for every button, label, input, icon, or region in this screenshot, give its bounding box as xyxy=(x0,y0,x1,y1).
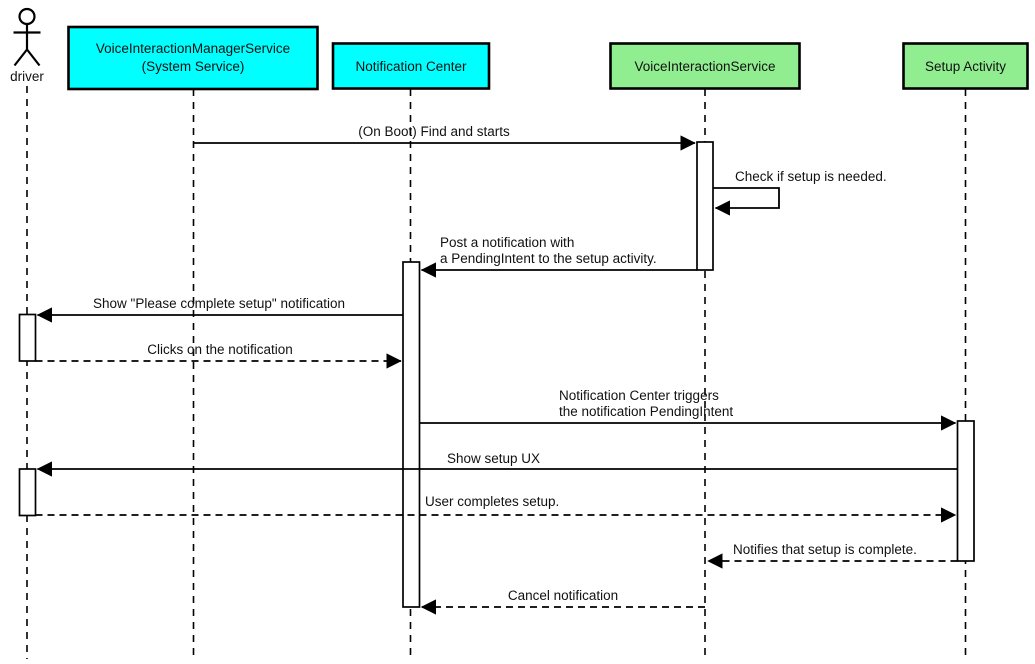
message-labels: (On Boot) Find and starts Check if setup… xyxy=(93,124,917,603)
participant-voice-interaction-service xyxy=(609,42,801,90)
arrow-check-if-setup-is-needed xyxy=(713,187,780,216)
activation-setup-activity xyxy=(956,420,975,562)
participant-voice-interaction-manager-service xyxy=(67,25,319,91)
participant-label: Notification Center xyxy=(355,59,467,74)
message-arrows xyxy=(35,135,958,615)
message-label-line1: Notification Center triggers xyxy=(559,388,719,403)
message-label: Clicks on the notification xyxy=(147,342,293,357)
actor-driver-label: driver xyxy=(10,69,44,84)
message-label-line2: the notification PendingIntent xyxy=(559,404,733,419)
actor-driver-icon xyxy=(13,7,41,67)
message-label-line2: a PendingIntent to the setup activity. xyxy=(440,251,657,266)
activation-notification-center xyxy=(402,261,421,608)
activation-bars xyxy=(18,141,975,608)
message-label: Notifies that setup is complete. xyxy=(733,542,917,557)
message-label: Show "Please complete setup" notificatio… xyxy=(93,296,345,311)
participant-label-line1: VoiceInteractionManagerService xyxy=(96,41,290,56)
participant-label: Setup Activity xyxy=(925,59,1006,74)
participant-setup-activity xyxy=(902,42,1029,90)
activation-voice-interaction-service xyxy=(696,141,714,271)
participant-label-line2: (System Service) xyxy=(142,59,245,74)
message-label: Check if setup is needed. xyxy=(735,169,887,184)
message-label: (On Boot) Find and starts xyxy=(358,124,510,139)
message-label: Cancel notification xyxy=(508,588,618,603)
participant-notification-center xyxy=(331,42,491,90)
activation-driver-1 xyxy=(18,313,37,362)
message-label: User completes setup. xyxy=(425,494,559,509)
participant-label: VoiceInteractionService xyxy=(634,59,775,74)
participant-boxes: VoiceInteractionManagerService (System S… xyxy=(67,25,1029,91)
activation-driver-2 xyxy=(18,468,37,517)
message-label: Show setup UX xyxy=(447,451,540,466)
message-label-line1: Post a notification with xyxy=(440,235,574,250)
